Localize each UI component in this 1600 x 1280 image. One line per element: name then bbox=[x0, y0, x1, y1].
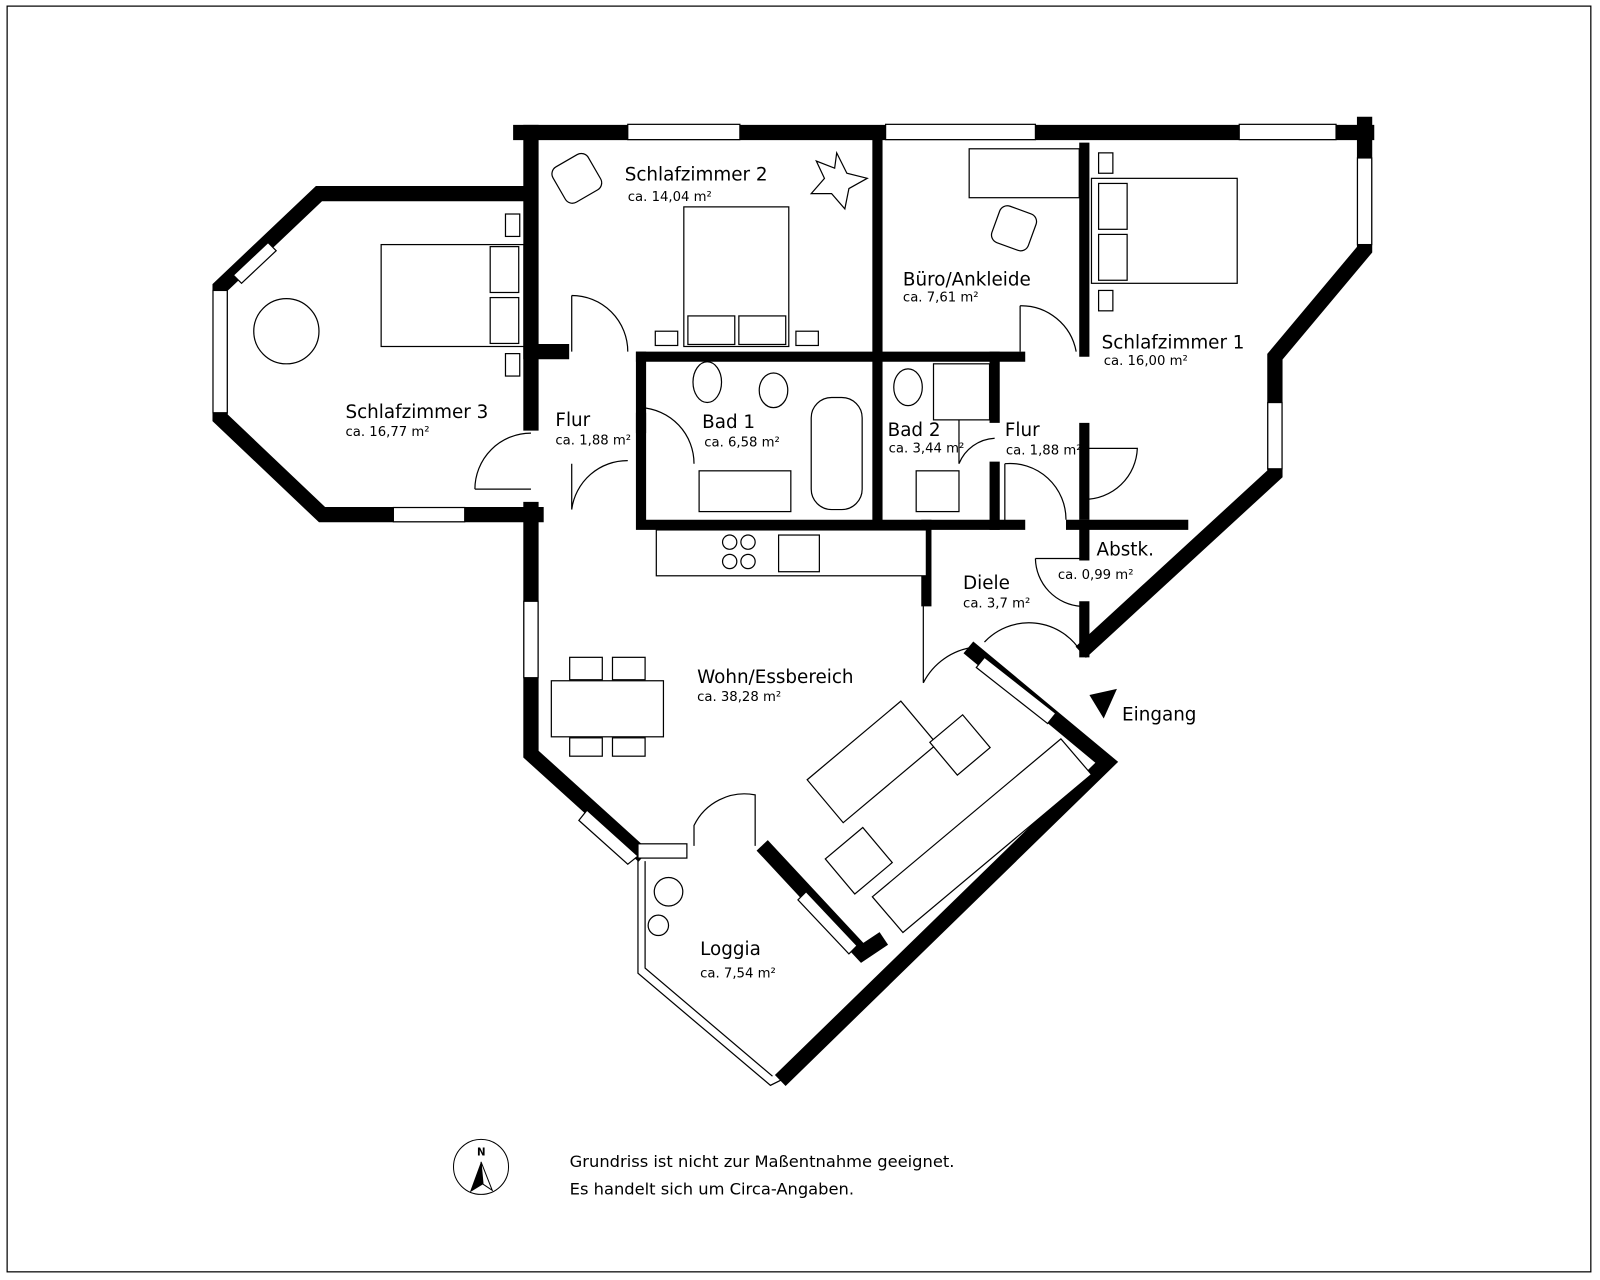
shower-icon bbox=[932, 363, 991, 421]
page-border bbox=[6, 5, 1592, 1273]
room-name: Flur bbox=[1005, 420, 1040, 441]
note-line: Es handelt sich um Circa-Angaben. bbox=[570, 1179, 854, 1198]
room-name: Bad 1 bbox=[702, 412, 755, 433]
room-name: Diele bbox=[963, 573, 1010, 594]
room-labels: Schlafzimmer 2 ca. 14,04 m² Büro/Ankleid… bbox=[345, 164, 1244, 981]
room-name: Schlafzimmer 1 bbox=[1102, 333, 1245, 354]
disclaimer-note: Grundriss ist nicht zur Maßentnahme geei… bbox=[570, 1152, 955, 1199]
toilet-icon bbox=[692, 361, 723, 404]
note-line: Grundriss ist nicht zur Maßentnahme geei… bbox=[570, 1152, 955, 1171]
room-area: ca. 3,7 m² bbox=[963, 596, 1030, 611]
room-name: Loggia bbox=[700, 939, 761, 960]
entrance-label: Eingang bbox=[1122, 705, 1196, 726]
room-area: ca. 1,88 m² bbox=[1006, 444, 1082, 459]
doors bbox=[474, 294, 1138, 846]
room-name: Schlafzimmer 2 bbox=[625, 164, 768, 185]
room-name: Büro/Ankleide bbox=[903, 269, 1031, 290]
room-area: ca. 6,58 m² bbox=[704, 435, 780, 450]
room-name: Wohn/Essbereich bbox=[697, 667, 853, 688]
sofa-icon bbox=[806, 700, 938, 824]
desk-icon bbox=[968, 148, 1080, 199]
room-area: ca. 14,04 m² bbox=[628, 190, 712, 205]
bathtub-icon bbox=[810, 396, 863, 511]
sideboard-icon bbox=[871, 737, 1093, 934]
room-area: ca. 16,00 m² bbox=[1104, 354, 1188, 369]
room-area: ca. 0,99 m² bbox=[1058, 568, 1134, 583]
room-name: Schlafzimmer 3 bbox=[345, 402, 488, 423]
room-name: Abstk. bbox=[1097, 539, 1154, 560]
chair-icon bbox=[990, 205, 1038, 252]
room-name: Flur bbox=[555, 410, 590, 431]
armchair-icon bbox=[928, 713, 992, 776]
entrance-opening bbox=[975, 656, 1057, 725]
round-table-icon bbox=[253, 297, 320, 365]
entrance-marker: Eingang bbox=[1089, 688, 1196, 726]
armchair-icon bbox=[551, 152, 603, 204]
loggia-table-icon bbox=[653, 876, 684, 907]
dining-table-icon bbox=[550, 680, 665, 738]
armchair-icon bbox=[824, 826, 894, 895]
entrance-arrow-icon bbox=[1089, 688, 1117, 719]
room-area: ca. 7,61 m² bbox=[903, 291, 979, 306]
sink-icon bbox=[698, 470, 792, 513]
plant-icon bbox=[809, 150, 869, 211]
compass: N bbox=[452, 1138, 510, 1195]
room-area: ca. 7,54 m² bbox=[700, 966, 776, 981]
room-area: ca. 1,88 m² bbox=[555, 433, 631, 448]
furniture bbox=[253, 148, 1238, 937]
room-area: ca. 38,28 m² bbox=[697, 690, 781, 705]
room-name: Bad 2 bbox=[888, 420, 941, 441]
room-area: ca. 3,44 m² bbox=[889, 441, 965, 456]
north-arrow-icon bbox=[469, 1161, 484, 1193]
compass-label: N bbox=[477, 1148, 486, 1159]
room-area: ca. 16,77 m² bbox=[345, 425, 429, 440]
exterior-walls bbox=[212, 116, 1375, 1087]
